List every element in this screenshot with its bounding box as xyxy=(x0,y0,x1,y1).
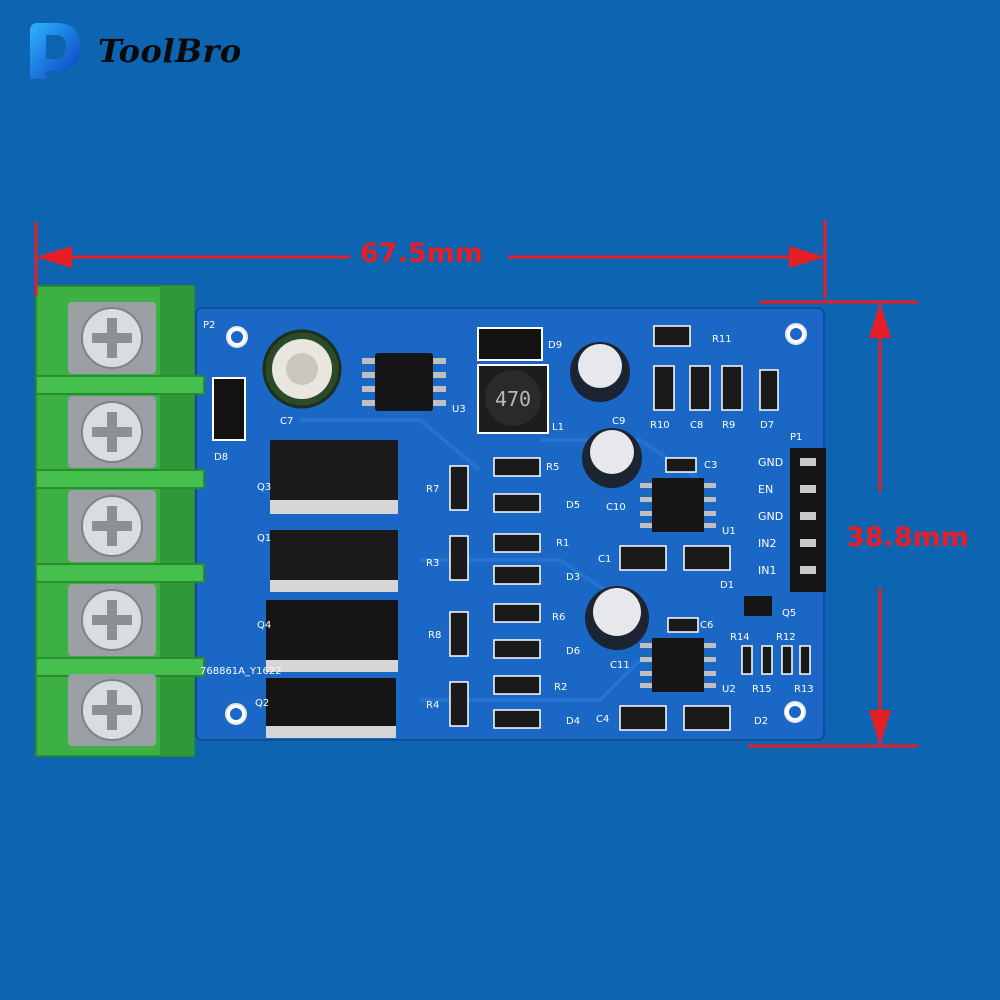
silk-label-r7: R7 xyxy=(426,484,439,495)
toolbro-logo-icon xyxy=(30,23,80,79)
width-dimension-label: 67.5mm xyxy=(360,238,483,269)
silk-label-p2: P2 xyxy=(203,320,215,331)
silk-label-d2: D2 xyxy=(754,716,768,727)
silk-label-p1: P1 xyxy=(790,432,802,443)
dimension-lines xyxy=(34,220,918,748)
silk-label-r1: R1 xyxy=(556,538,569,549)
terminal-block xyxy=(35,285,205,757)
inductor-marking: 470 xyxy=(495,387,531,411)
silk-label-l1: L1 xyxy=(552,422,564,433)
silk-label-c1: C1 xyxy=(598,554,611,565)
silk-label-u2: U2 xyxy=(722,684,736,695)
silk-label-c10: C10 xyxy=(606,502,626,513)
silk-label-d9: D9 xyxy=(548,340,562,351)
silk-label-r13: R13 xyxy=(794,684,814,695)
silk-label-r11: R11 xyxy=(712,334,732,345)
silk-label-r3: R3 xyxy=(426,558,439,569)
silk-label-d6: D6 xyxy=(566,646,580,657)
header-pin-label-2: GND xyxy=(758,510,783,523)
height-dimension-label: 38.8mm xyxy=(846,522,969,553)
silk-label-c9: C9 xyxy=(612,416,625,427)
silk-label-r15: R15 xyxy=(752,684,772,695)
brand-name: ToolBro xyxy=(98,32,242,70)
header-pin-label-3: IN2 xyxy=(758,537,776,550)
silk-label-q5: Q5 xyxy=(782,608,796,619)
header-pin-label-1: EN xyxy=(758,483,773,496)
silk-label-d4: D4 xyxy=(566,716,580,727)
silk-label-c11: C11 xyxy=(610,660,630,671)
silk-label-r12: R12 xyxy=(776,632,796,643)
silk-label-r14: R14 xyxy=(730,632,750,643)
part-number-silk: 768861A_Y1622 xyxy=(200,666,282,677)
silk-label-u1: U1 xyxy=(722,526,736,537)
silk-label-q3: Q3 xyxy=(257,482,271,493)
silk-label-d7: D7 xyxy=(760,420,774,431)
silk-label-c7: C7 xyxy=(280,416,293,427)
header-pin-label-0: GND xyxy=(758,456,783,469)
silk-label-c8: C8 xyxy=(690,420,703,431)
silk-label-d8: D8 xyxy=(214,452,228,463)
silk-label-u3: U3 xyxy=(452,404,466,415)
header-pin-label-4: IN1 xyxy=(758,564,776,577)
silk-label-q2: Q2 xyxy=(255,698,269,709)
silk-label-d3: D3 xyxy=(566,572,580,583)
silk-label-d5: D5 xyxy=(566,500,580,511)
silk-label-q4: Q4 xyxy=(257,620,271,631)
silk-label-r8: R8 xyxy=(428,630,441,641)
silk-label-q1: Q1 xyxy=(257,533,271,544)
silk-label-r5: R5 xyxy=(546,462,559,473)
silk-label-r2: R2 xyxy=(554,682,567,693)
silk-label-c3: C3 xyxy=(704,460,717,471)
silk-label-d1: D1 xyxy=(720,580,734,591)
silk-label-c4: C4 xyxy=(596,714,609,725)
brand-logo: ToolBro xyxy=(20,16,242,86)
silk-label-r9: R9 xyxy=(722,420,735,431)
silk-label-c6: C6 xyxy=(700,620,713,631)
silk-label-r10: R10 xyxy=(650,420,670,431)
silk-label-r6: R6 xyxy=(552,612,565,623)
silk-label-r4: R4 xyxy=(426,700,439,711)
